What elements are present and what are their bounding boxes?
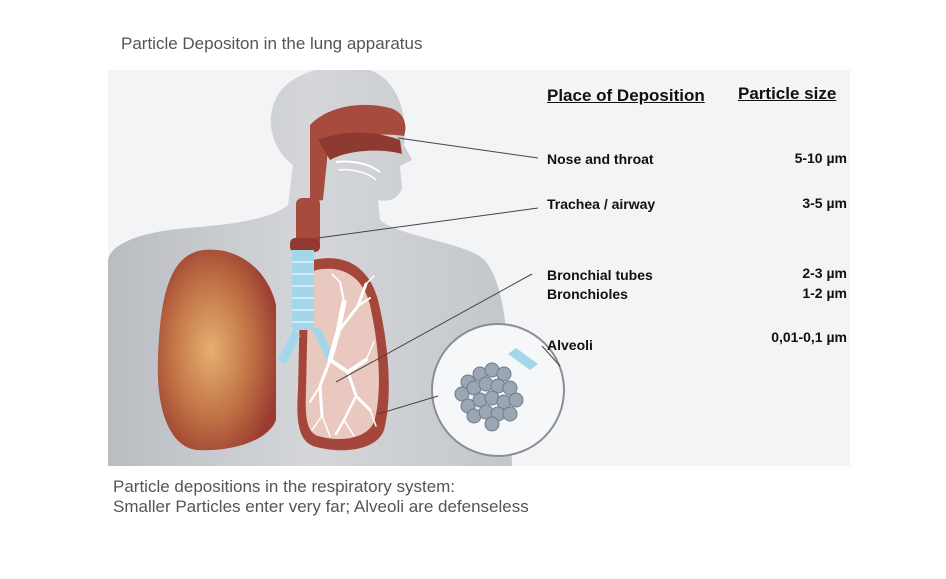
place-nose-throat: Nose and throat (547, 151, 654, 167)
figure-caption: Particle depositions in the respiratory … (113, 477, 529, 517)
header-particle-size: Particle size (738, 84, 837, 103)
figure-title: Particle Depositon in the lung apparatus (121, 34, 423, 53)
place-alveoli: Alveoli (547, 337, 593, 353)
size-bronchial-tubes: 2-3 µm (802, 265, 847, 281)
leader-lines (317, 137, 561, 415)
header-place-of-deposition: Place of Deposition (547, 86, 705, 105)
size-nose-throat: 5-10 µm (794, 150, 847, 166)
illustration-panel: Place of Deposition Particle size Nose a… (108, 70, 850, 466)
size-alveoli: 0,01-0,1 µm (771, 329, 847, 345)
place-bronchioles: Bronchioles (547, 286, 628, 302)
respiratory-illustration (108, 70, 565, 466)
size-bronchioles: 1-2 µm (802, 285, 847, 301)
size-trachea: 3-5 µm (802, 195, 847, 211)
bronchial-tree (309, 273, 377, 437)
place-bronchial-tubes: Bronchial tubes (547, 267, 653, 283)
caption-line-2: Smaller Particles enter very far; Alveol… (113, 497, 529, 516)
caption-line-1: Particle depositions in the respiratory … (113, 477, 456, 496)
alveoli-cluster (454, 362, 524, 432)
place-trachea: Trachea / airway (547, 196, 656, 212)
left-lung (157, 249, 276, 451)
trachea (296, 198, 320, 246)
nasal-cavity (310, 104, 406, 202)
